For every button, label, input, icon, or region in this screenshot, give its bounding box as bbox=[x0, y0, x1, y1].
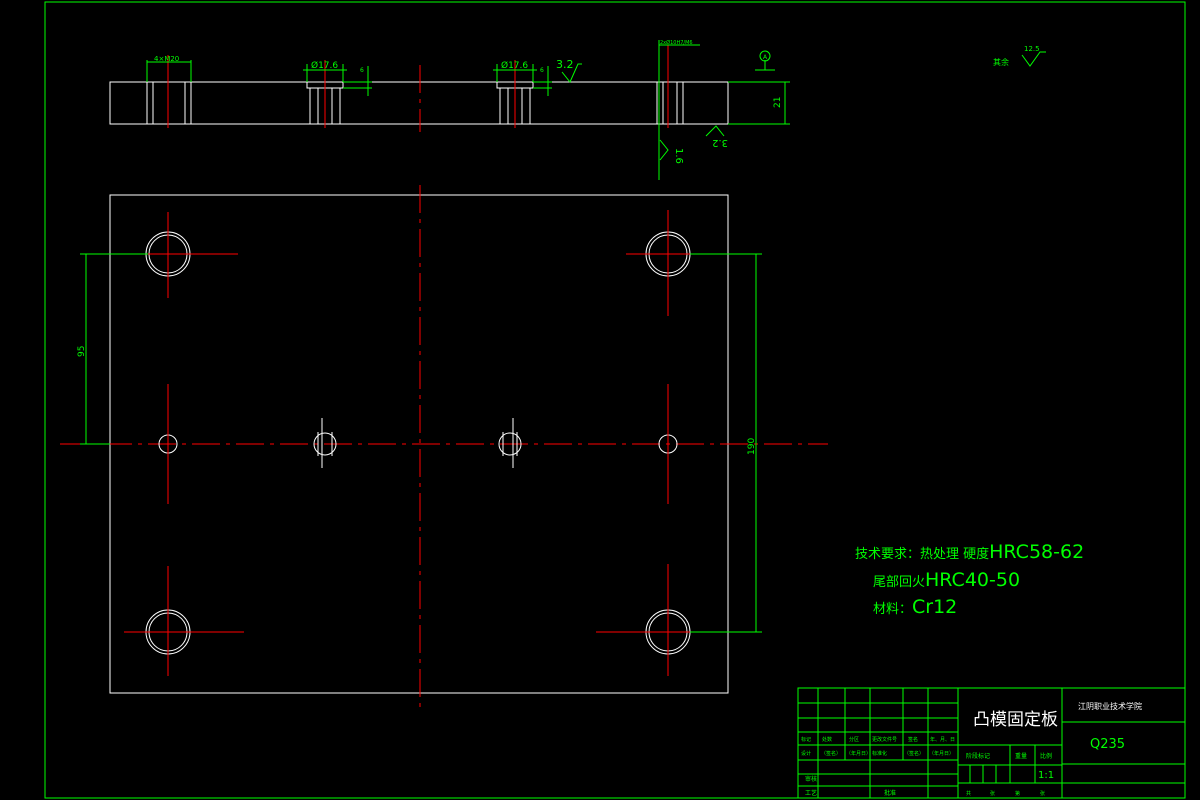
technical-requirements: 技术要求：热处理 硬度HRC58-62 尾部回火HRC40-50 材料：Cr12 bbox=[855, 541, 1084, 618]
top-view: 95 190 bbox=[60, 185, 828, 712]
svg-text:A: A bbox=[763, 54, 768, 61]
drawing-frame bbox=[44, 1, 1186, 799]
dim-small-left: 6 bbox=[360, 67, 364, 74]
tb-d1: （签名） bbox=[821, 750, 841, 757]
tech-line2-value: HRC40-50 bbox=[925, 569, 1020, 591]
svg-text:技术要求：热处理 硬度HRC58-62: 技术要求：热处理 硬度HRC58-62 bbox=[855, 541, 1084, 563]
dim-190: 190 bbox=[747, 438, 757, 455]
rest-surface-finish: 其余 12.5 bbox=[993, 45, 1046, 67]
school-name: 江阴职业技术学院 bbox=[1078, 701, 1142, 711]
bolt-hole-top-right bbox=[626, 210, 710, 316]
dim-thickness: 21 bbox=[773, 97, 783, 108]
tb-approve: 批准 bbox=[884, 789, 896, 797]
surface-finish-icon-top bbox=[561, 63, 582, 83]
dim-pin-right: Ø17.6 bbox=[501, 60, 528, 71]
part-name: 凸模固定板 bbox=[973, 710, 1058, 730]
tb-h4: 签名 bbox=[908, 736, 918, 743]
tb-scale-label: 比例 bbox=[1040, 752, 1052, 760]
tb-h2: 分区 bbox=[849, 736, 859, 743]
tb-d2: （年月日） bbox=[846, 750, 871, 757]
dim-small-right: 6 bbox=[540, 67, 544, 74]
punch-slot-left bbox=[313, 418, 337, 468]
dim-pin-left: Ø17.6 bbox=[311, 60, 338, 71]
finish-side-a: 1.6 bbox=[673, 148, 684, 164]
tb-sheet-3: 张 bbox=[1040, 790, 1045, 797]
tech-line1-value: HRC58-62 bbox=[989, 541, 1084, 563]
tech-line1-prefix: 技术要求：热处理 硬度 bbox=[855, 546, 989, 562]
tb-d0: 设计 bbox=[801, 750, 811, 757]
svg-text:材料：Cr12: 材料：Cr12 bbox=[873, 596, 957, 618]
svg-text:尾部回火HRC40-50: 尾部回火HRC40-50 bbox=[873, 569, 1020, 591]
title-block: 标记 处数 分区 更改文件号 签名 年、月、日 设计 （签名） （年月日） 标准… bbox=[797, 687, 1186, 799]
tb-weight: 重量 bbox=[1015, 752, 1027, 760]
tb-h0: 标记 bbox=[801, 736, 811, 743]
tb-review: 审核 bbox=[805, 775, 817, 783]
bolt-hole-bottom-left bbox=[124, 566, 244, 676]
bolt-hole-bottom-right bbox=[596, 564, 740, 676]
surface-finish-icon-b bbox=[705, 125, 725, 137]
finish-top: 3.2 bbox=[556, 58, 574, 71]
pin-hole-right bbox=[658, 384, 678, 504]
tb-d3: 标准化 bbox=[872, 750, 887, 757]
tb-d4: （签名） bbox=[904, 750, 924, 757]
rest-label: 其余 bbox=[993, 57, 1009, 67]
tb-sheet-2: 第 bbox=[1015, 790, 1020, 797]
finish-side-b: 3.2 bbox=[712, 137, 728, 148]
tb-sheet-0: 共 bbox=[966, 790, 971, 797]
punch-slot-right bbox=[498, 418, 522, 468]
tb-stage: 阶段标记 bbox=[966, 752, 990, 760]
tech-line3-prefix: 材料： bbox=[873, 602, 912, 617]
side-view: 4×M20 Ø17.6 6 Ø17.6 6 bbox=[109, 39, 790, 180]
tb-scale: 1:1 bbox=[1038, 770, 1054, 781]
tb-h3: 更改文件号 bbox=[872, 736, 897, 743]
dim-hole-pattern: 4×M20 bbox=[154, 55, 179, 63]
surface-finish-icon-rest bbox=[1021, 51, 1046, 67]
rest-value: 12.5 bbox=[1024, 45, 1040, 53]
material: Q235 bbox=[1090, 737, 1125, 752]
tech-line2-prefix: 尾部回火 bbox=[873, 575, 925, 590]
tech-line3-value: Cr12 bbox=[912, 596, 957, 618]
tb-h1: 处数 bbox=[822, 736, 832, 743]
surface-finish-icon-a bbox=[659, 139, 669, 161]
dim-slot-note: 2xØ10H7/M6 bbox=[660, 39, 693, 46]
tb-d5: （年月日） bbox=[929, 750, 954, 757]
dim-95: 95 bbox=[77, 346, 87, 357]
tb-h5: 年、月、日 bbox=[930, 736, 955, 743]
pin-hole-left bbox=[158, 384, 178, 504]
bolt-hole-top-left bbox=[108, 212, 238, 298]
tb-process: 工艺 bbox=[805, 789, 817, 797]
tb-sheet-1: 张 bbox=[990, 790, 995, 797]
